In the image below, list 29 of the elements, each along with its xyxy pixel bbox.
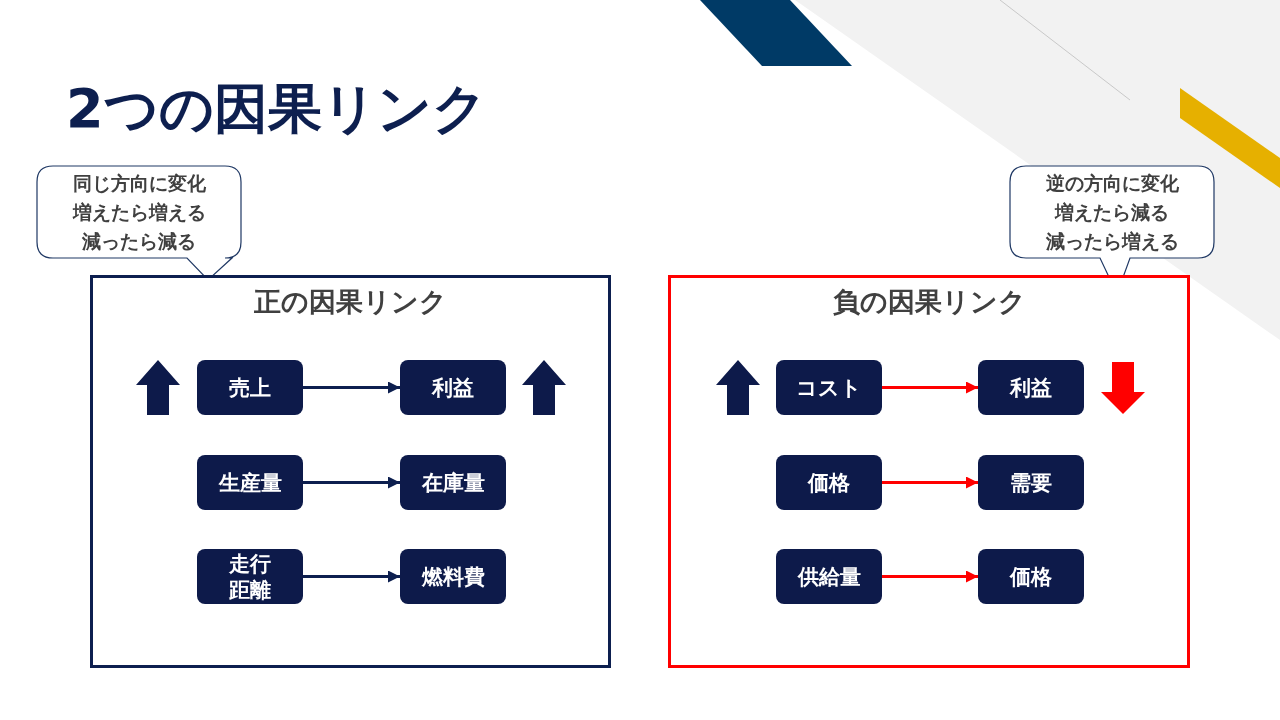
variable-box: 走行距離: [197, 549, 303, 604]
slide-title: 2つの因果リンク: [66, 76, 487, 142]
panel-frame: [668, 275, 1190, 668]
variable-box: 売上: [197, 360, 303, 415]
callout-text: 減ったら減る: [81, 229, 197, 254]
variable-box: 生産量: [197, 455, 303, 510]
variable-box: 利益: [978, 360, 1084, 415]
variable-box: 燃料費: [400, 549, 506, 604]
variable-box: 供給量: [776, 549, 882, 604]
arrow: [303, 476, 400, 489]
callout-text: 増えたら減る: [1053, 200, 1170, 225]
variable-box: 価格: [776, 455, 882, 510]
callout-text: 増えたら増える: [71, 200, 207, 225]
arrow: [303, 570, 400, 583]
arrow: [882, 476, 978, 489]
variable-box: コスト: [776, 360, 882, 415]
callout-text: 逆の方向に変化: [1044, 171, 1180, 196]
variable-box: 在庫量: [400, 455, 506, 510]
panel-title: 正の因果リンク: [253, 285, 448, 319]
variable-box: 利益: [400, 360, 506, 415]
arrow: [882, 570, 978, 583]
arrow: [303, 381, 400, 394]
variable-box: 価格: [978, 549, 1084, 604]
panel-title: 負の因果リンク: [831, 285, 1027, 319]
callout-text: 減ったら増える: [1044, 229, 1180, 254]
panel-frame: [90, 275, 611, 668]
callout-text: 同じ方向に変化: [71, 171, 207, 196]
arrow: [882, 381, 978, 394]
variable-box: 需要: [978, 455, 1084, 510]
